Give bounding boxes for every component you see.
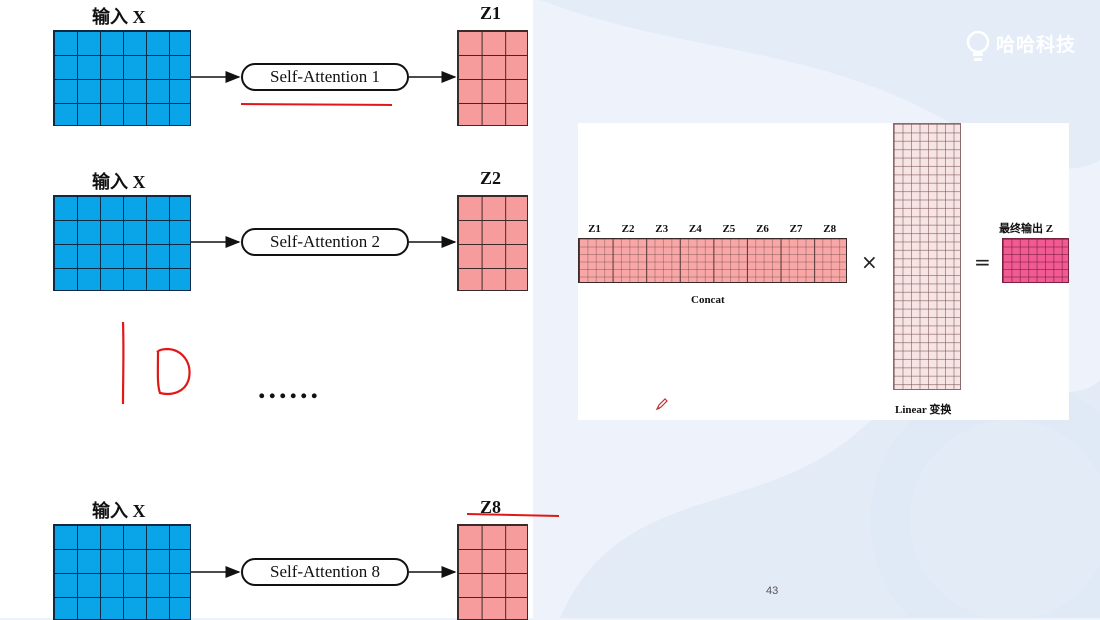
pen-cursor-icon [655,397,669,411]
concat-label-z2: Z2 [612,223,645,235]
final-output-label: 最终输出 Z [999,220,1053,236]
output-label-2: Z2 [480,168,501,189]
concat-matrix [578,238,847,283]
ellipsis: ...... [258,372,321,406]
logo-name: 哈哈科技 [996,30,1076,57]
output-matrix-2 [457,195,528,291]
linear-matrix [893,123,961,390]
input-matrix-1 [53,30,191,126]
concat-label: Concat [691,294,725,306]
output-label-8: Z8 [480,497,501,518]
concat-label-z1: Z1 [578,223,611,235]
self-attention-box-1: Self-Attention 1 [241,63,409,91]
input-label-8: 输入 X [92,497,146,523]
input-matrix-2 [53,195,191,291]
output-label-1: Z1 [480,3,501,24]
times-symbol: × [861,250,878,274]
equals-symbol: = [974,250,991,274]
concat-label-z8: Z8 [813,223,846,235]
concat-label-z7: Z7 [780,223,813,235]
input-label-1: 输入 X [92,3,146,29]
company-logo: 哈哈科技 [966,30,1076,64]
linear-label: Linear 变换 [895,401,951,417]
input-label-2: 输入 X [92,168,146,194]
input-matrix-8 [53,524,191,620]
final-output-matrix [1002,238,1069,283]
output-matrix-8 [457,524,528,620]
multi-head-diagram: 输入 X Self-Attention 1 Z1 输入 X Self-Atten… [0,0,533,618]
self-attention-box-2: Self-Attention 2 [241,228,409,256]
self-attention-box-8: Self-Attention 8 [241,558,409,586]
concat-label-z3: Z3 [645,223,678,235]
lightbulb-icon [966,30,992,64]
concat-label-z5: Z5 [712,223,745,235]
concat-linear-diagram: Z1 Z2 Z3 Z4 Z5 Z6 Z7 Z8 Concat × Linear … [578,123,1069,420]
concat-label-z6: Z6 [746,223,779,235]
concat-label-z4: Z4 [679,223,712,235]
output-matrix-1 [457,30,528,126]
page-number: 43 [766,585,778,597]
